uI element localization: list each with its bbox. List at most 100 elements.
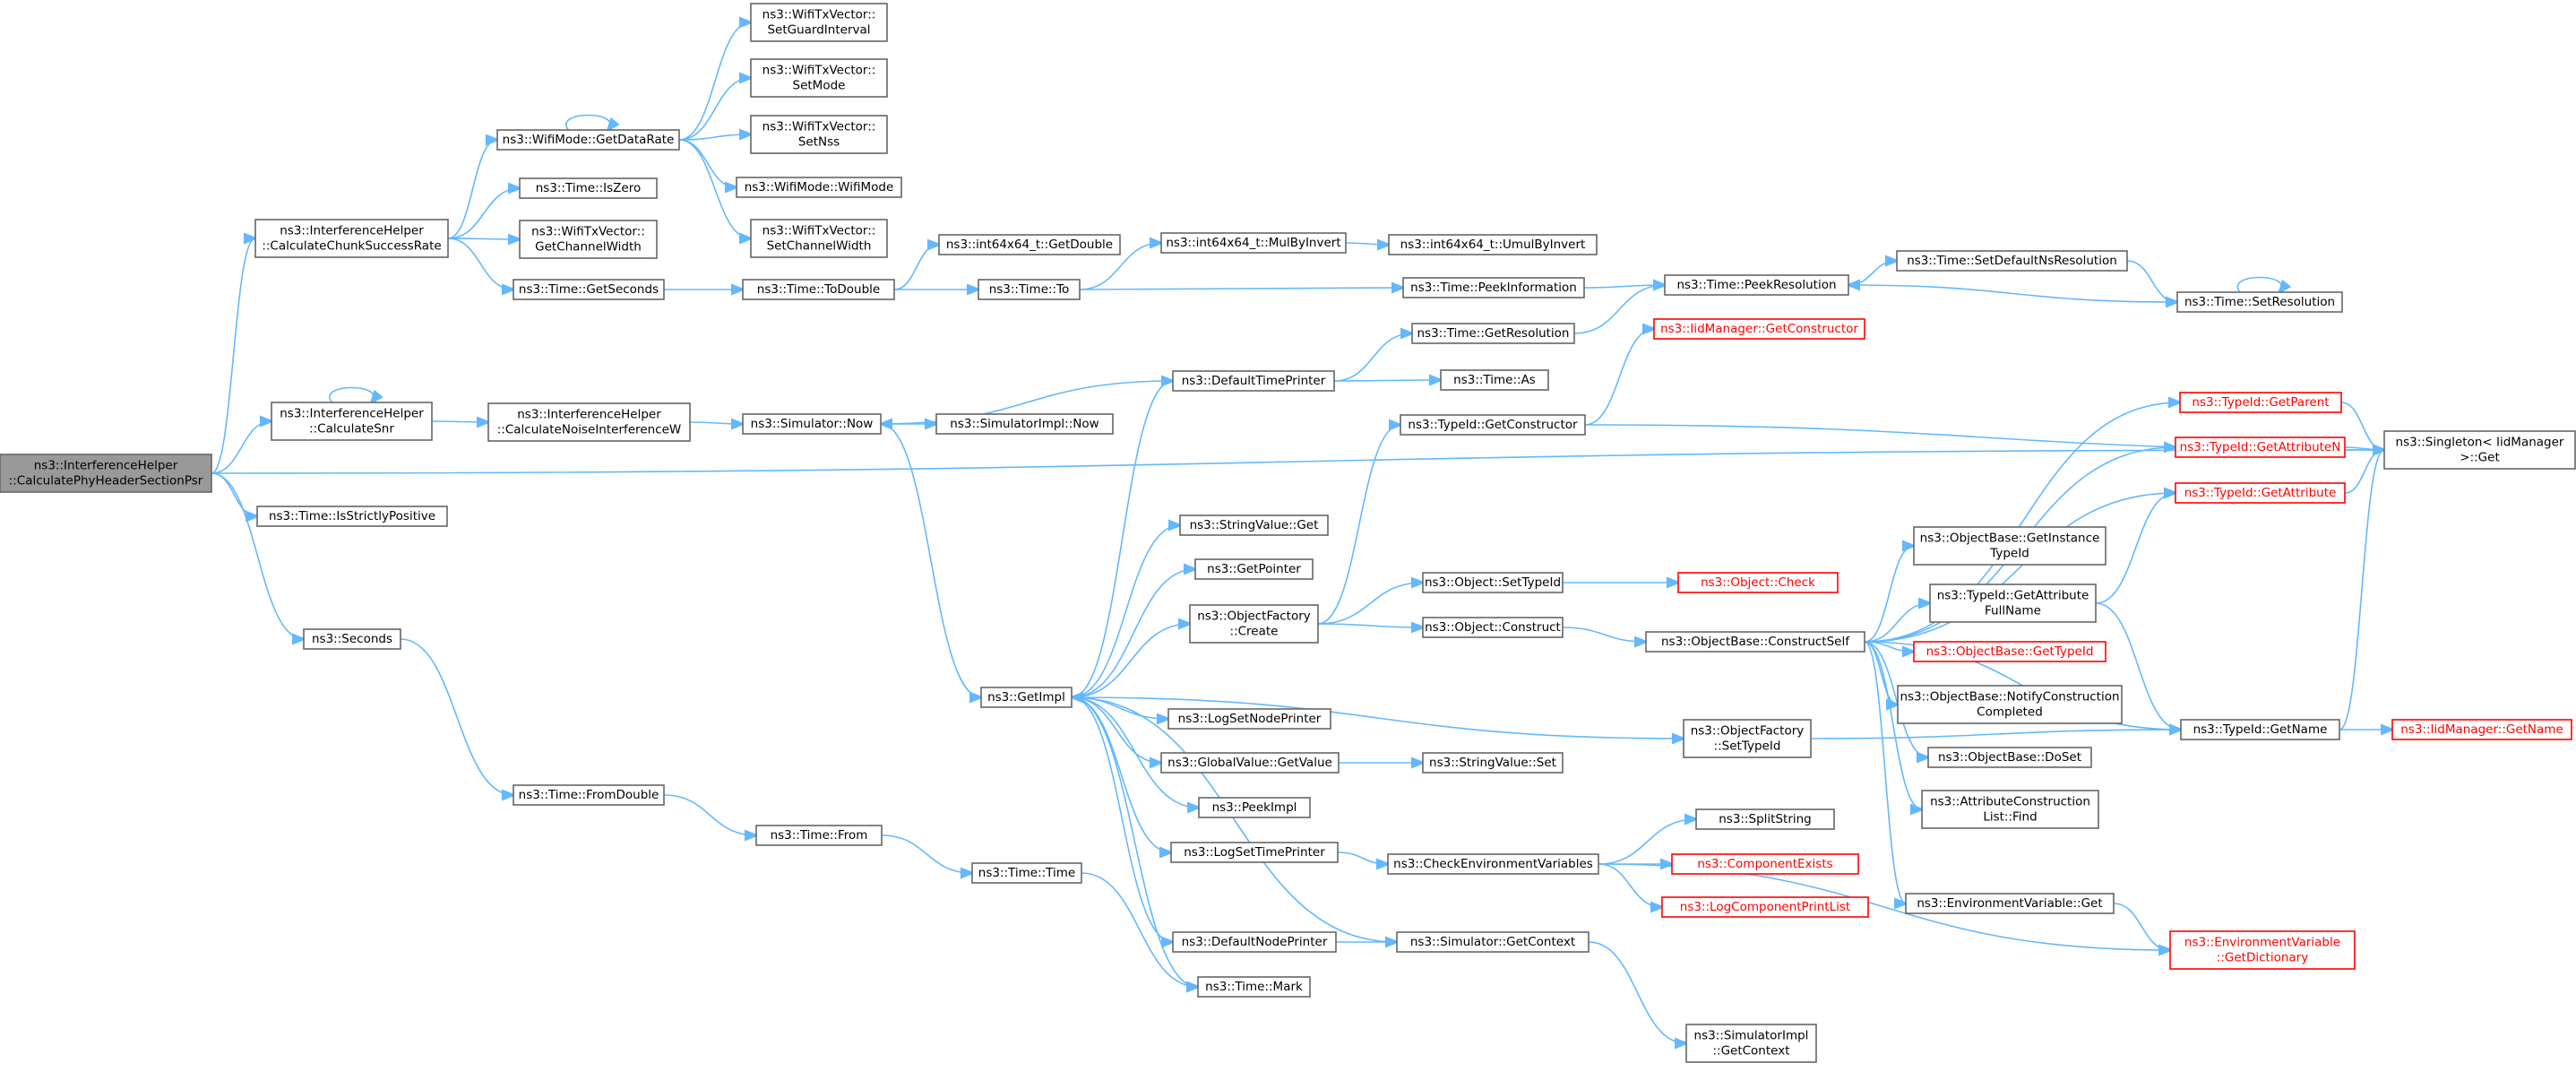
node-notifyconst[interactable]: ns3::ObjectBase::NotifyConstructionCompl… <box>1897 685 2123 724</box>
node-constructself[interactable]: ns3::ObjectBase::ConstructSelf <box>1645 631 1865 653</box>
edge-root-to-isstrict <box>211 472 257 516</box>
node-timeas[interactable]: ns3::Time::As <box>1440 369 1549 391</box>
node-setdefnsres[interactable]: ns3::Time::SetDefaultNsResolution <box>1896 250 2128 272</box>
node-isstrict[interactable]: ns3::Time::IsStrictlyPositive <box>256 506 448 527</box>
node-box <box>496 129 680 151</box>
node-objconstruct[interactable]: ns3::Object::Construct <box>1422 617 1564 638</box>
node-simimplgetcontext[interactable]: ns3::SimulatorImpl::GetContext <box>1685 1024 1817 1063</box>
node-iidgetctor[interactable]: ns3::IidManager::GetConstructor <box>1653 318 1865 340</box>
node-getsecs[interactable]: ns3::Time::GetSeconds <box>513 279 665 300</box>
edge-to-to-peekinfo <box>1079 288 1403 290</box>
node-peekinfo[interactable]: ns3::Time::PeekInformation <box>1402 277 1585 298</box>
node-timemark[interactable]: ns3::Time::Mark <box>1197 976 1311 998</box>
node-iszero[interactable]: ns3::Time::IsZero <box>519 177 658 199</box>
node-setgi[interactable]: ns3::WifiTxVector::SetGuardInterval <box>750 3 888 42</box>
node-box <box>1160 232 1347 254</box>
node-setchw[interactable]: ns3::WifiTxVector::SetChannelWidth <box>750 219 888 258</box>
node-setmode[interactable]: ns3::WifiTxVector::SetMode <box>750 58 888 98</box>
node-mulbyinvert[interactable]: ns3::int64x64_t::MulByInvert <box>1160 232 1347 254</box>
node-strvalset[interactable]: ns3::StringValue::Set <box>1422 752 1564 774</box>
node-gvgetvalue[interactable]: ns3::GlobalValue::GetValue <box>1160 752 1340 774</box>
node-getchw1[interactable]: ns3::WifiTxVector::GetChannelWidth <box>519 220 658 259</box>
node-getresolution[interactable]: ns3::Time::GetResolution <box>1411 323 1575 344</box>
node-splitstring[interactable]: ns3::SplitString <box>1695 808 1835 830</box>
node-label: ns3::Time::As <box>1453 373 1536 387</box>
node-defnodeprinter[interactable]: ns3::DefaultNodePrinter <box>1172 931 1337 953</box>
node-simnow[interactable]: ns3::Simulator::Now <box>742 413 882 435</box>
node-objfactcreate[interactable]: ns3::ObjectFactory::Create <box>1189 604 1319 644</box>
node-typeidgetctor[interactable]: ns3::TypeId::GetConstructor <box>1400 414 1586 436</box>
node-getdatarate[interactable]: ns3::WifiMode::GetDataRate <box>496 129 680 151</box>
node-box <box>1167 708 1331 730</box>
node-getparent[interactable]: ns3::TypeId::GetParent <box>2179 392 2342 413</box>
edge-cniw-to-simnow <box>689 422 743 424</box>
node-ccsr[interactable]: ns3::InterferenceHelper::CalculateChunkS… <box>254 219 449 258</box>
node-label: ns3::Singleton< IidManager <box>2396 436 2564 450</box>
edge-setres-to-setres <box>2236 276 2281 293</box>
edge-getimpl-to-strvalget <box>1071 525 1180 698</box>
node-wifimode[interactable]: ns3::WifiMode::WifiMode <box>736 177 902 198</box>
node-box <box>1197 976 1311 998</box>
node-setnss[interactable]: ns3::WifiTxVector::SetNss <box>750 115 888 154</box>
node-timetime[interactable]: ns3::Time::Time <box>971 862 1082 884</box>
node-getattrn[interactable]: ns3::TypeId::GetAttributeN <box>2175 437 2346 458</box>
node-label: ns3::InterferenceHelper <box>280 407 424 421</box>
node-box <box>1411 323 1575 344</box>
node-iidgetname[interactable]: ns3::IidManager::GetName <box>2391 719 2572 740</box>
node-typeidgetname[interactable]: ns3::TypeId::GetName <box>2180 719 2340 740</box>
node-box <box>1905 893 2115 914</box>
node-label: ns3::Time::GetSeconds <box>519 282 659 297</box>
node-umulbyinvert[interactable]: ns3::int64x64_t::UmulByInvert <box>1388 234 1598 255</box>
node-box <box>1695 808 1835 830</box>
node-peekimpl[interactable]: ns3::PeekImpl <box>1198 797 1311 818</box>
node-deftimeprinter[interactable]: ns3::DefaultTimePrinter <box>1172 370 1335 392</box>
node-logsetnodeprinter[interactable]: ns3::LogSetNodePrinter <box>1167 708 1331 730</box>
node-root: ns3::InterferenceHelper::CalculatePhyHea… <box>0 454 212 493</box>
node-setres[interactable]: ns3::Time::SetResolution <box>2176 291 2343 313</box>
node-box <box>1927 747 2092 768</box>
node-objcheck[interactable]: ns3::Object::Check <box>1677 572 1839 593</box>
node-objfactsettypeid[interactable]: ns3::ObjectFactory::SetTypeId <box>1683 719 1812 758</box>
node-label: ns3::SplitString <box>1719 812 1812 826</box>
node-checkenv[interactable]: ns3::CheckEnvironmentVariables <box>1387 853 1599 875</box>
node-box <box>1172 370 1335 392</box>
node-label: SetChannelWidth <box>767 239 872 254</box>
node-logcompprint[interactable]: ns3::LogComponentPrintList <box>1661 896 1869 918</box>
node-peekres[interactable]: ns3::Time::PeekResolution <box>1664 274 1849 296</box>
edge-logsettimeprinter-to-checkenv <box>1337 852 1388 864</box>
node-doset[interactable]: ns3::ObjectBase::DoSet <box>1927 747 2092 768</box>
node-getattr[interactable]: ns3::TypeId::GetAttribute <box>2175 482 2346 504</box>
node-objgettypeid[interactable]: ns3::ObjectBase::GetTypeId <box>1913 641 2106 662</box>
node-label: ns3::PeekImpl <box>1212 800 1297 815</box>
node-fromdouble[interactable]: ns3::Time::FromDouble <box>513 784 665 806</box>
node-cniw[interactable]: ns3::InterferenceHelper::CalculateNoiseI… <box>487 402 691 442</box>
node-getpointer[interactable]: ns3::GetPointer <box>1194 558 1314 580</box>
edge-envget-to-envgetdict <box>2113 903 2170 950</box>
node-envgetdict[interactable]: ns3::EnvironmentVariable::GetDictionary <box>2169 930 2356 970</box>
node-simimplnow[interactable]: ns3::SimulatorImpl::Now <box>935 413 1114 435</box>
edge-getparent-to-singleton <box>2340 402 2384 450</box>
node-label: ns3::ObjectBase::DoSet <box>1938 750 2081 765</box>
edge-objfactcreate-to-objsettypeid <box>1317 583 1423 625</box>
node-compexists[interactable]: ns3::ComponentExists <box>1671 853 1859 875</box>
edge-constructself-to-doset <box>1864 641 1928 757</box>
node-seconds[interactable]: ns3::Seconds <box>303 628 401 650</box>
node-objsettypeid[interactable]: ns3::Object::SetTypeId <box>1422 572 1564 593</box>
node-strvalget[interactable]: ns3::StringValue::Get <box>1179 514 1329 536</box>
node-to[interactable]: ns3::Time::To <box>978 279 1081 300</box>
node-simgetcontext[interactable]: ns3::Simulator::GetContext <box>1396 931 1590 953</box>
node-from[interactable]: ns3::Time::From <box>755 825 883 846</box>
node-label: ::SetTypeId <box>1714 739 1781 754</box>
node-todouble[interactable]: ns3::Time::ToDouble <box>742 279 895 300</box>
node-label: ns3::LogComponentPrintList <box>1680 900 1850 914</box>
node-singleton[interactable]: ns3::Singleton< IidManager>::Get <box>2383 430 2576 470</box>
node-logsettimeprinter[interactable]: ns3::LogSetTimePrinter <box>1170 842 1339 863</box>
node-getdouble[interactable]: ns3::int64x64_t::GetDouble <box>938 234 1121 255</box>
node-getimpl[interactable]: ns3::GetImpl <box>980 687 1073 708</box>
node-box <box>742 279 895 300</box>
node-envget[interactable]: ns3::EnvironmentVariable::Get <box>1905 893 2115 914</box>
node-csnr[interactable]: ns3::InterferenceHelper::CalculateSnr <box>271 402 433 441</box>
